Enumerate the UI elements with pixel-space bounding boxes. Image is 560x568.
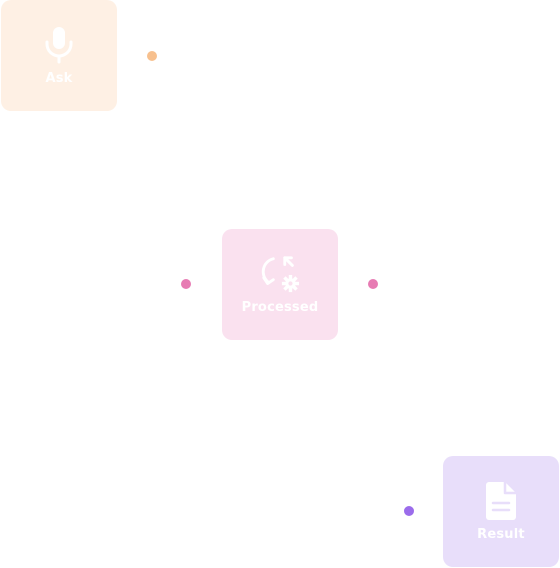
microphone-icon	[39, 25, 79, 65]
document-icon	[481, 481, 521, 521]
processed-label: Processed	[241, 300, 319, 315]
ask-node[interactable]: Ask	[1, 0, 117, 111]
result-label: Result	[477, 527, 525, 542]
processed-output-connector[interactable]	[368, 279, 378, 289]
processed-node[interactable]: Processed	[222, 229, 338, 340]
sync-settings-icon	[260, 254, 300, 294]
ask-label: Ask	[45, 71, 73, 86]
ask-output-connector[interactable]	[147, 51, 157, 61]
processed-input-connector[interactable]	[181, 279, 191, 289]
result-node[interactable]: Result	[443, 456, 559, 567]
result-input-connector[interactable]	[404, 506, 414, 516]
